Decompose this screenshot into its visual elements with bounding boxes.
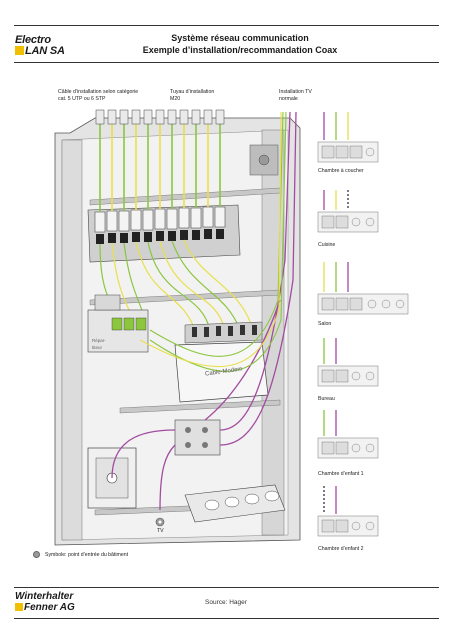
patch-panel (87, 204, 241, 263)
tube-note-line1: Tuyau d’installation (170, 89, 215, 95)
tv-note-line2: normale (279, 95, 298, 102)
logo-bottom-line1: Winterhalter (15, 591, 74, 602)
patch-cords (99, 239, 254, 331)
logo-bottom-square-icon (15, 602, 23, 611)
room-label-child1: Chambre d’enfant 1 (318, 471, 364, 477)
logo-top-line2: LAN SA (25, 45, 65, 57)
riser-green (149, 111, 287, 372)
splitter-label-line1: Répar- (92, 338, 106, 343)
source-credit: Source: Hager (205, 599, 247, 606)
tv-entry-point (155, 517, 165, 527)
tv-label: TV (157, 528, 164, 534)
tv-note-line1: Installation TV (279, 89, 312, 95)
splitter (174, 419, 221, 456)
outlet-group-child1 (317, 437, 379, 459)
footer-rule (14, 587, 439, 588)
company-logo-top: Electro LAN SA (15, 35, 65, 57)
network-switch (87, 294, 149, 353)
title-line2: Exemple d’installation/recommandation Co… (142, 45, 338, 55)
room-label-living: Salon (318, 321, 332, 327)
power-strip (184, 484, 286, 523)
cable-note-line1: Câble d’installation selon catégorie (58, 89, 139, 95)
cable-note-line2: cat. 5 UTP ou 6 STP (58, 95, 106, 102)
outlet-group-kitchen (317, 211, 379, 233)
room-outlets (317, 141, 409, 537)
logo-square-icon (15, 46, 24, 55)
tube-note: Tuyau d’installation M20 (170, 89, 214, 102)
splitter-label: Répar- titeur (92, 338, 106, 351)
room-label-child2: Chambre d’enfant 2 (318, 546, 364, 552)
incoming-cables (99, 112, 221, 212)
room-label-office: Bureau (318, 396, 335, 402)
room-label-bedroom: Chambre à coucher (318, 168, 364, 174)
title-line1: Système réseau communication (171, 33, 309, 43)
entry-point-symbol-icon (33, 551, 40, 558)
riser-yellow (139, 111, 282, 368)
company-logo-bottom: Winterhalter Fenner AG (15, 591, 75, 613)
coax-panel (184, 321, 263, 344)
logo-bottom-line2: Fenner AG (24, 601, 75, 613)
splitter-label-line2: titeur (92, 344, 103, 350)
cable-glands (95, 109, 225, 125)
room-label-kitchen: Cuisine (318, 242, 336, 248)
outlet-group-bedroom (317, 141, 379, 163)
outlet-group-office (317, 365, 379, 387)
logo-top-line1: Electro (15, 34, 51, 46)
outlet-group-child2 (317, 515, 379, 537)
outlet-group-living (317, 293, 409, 315)
room-cables (323, 112, 349, 514)
tv-note: Installation TV normale (279, 89, 312, 102)
page-title: Système réseau communication Exemple d’i… (125, 32, 355, 56)
tube-note-line2: M20 (170, 95, 181, 102)
cable-note: Câble d’installation selon catégorie cat… (58, 89, 138, 102)
header-rule-top (14, 25, 439, 26)
footer-rule-bottom (14, 618, 439, 619)
legend-text: Symbole: point d’entrée du bâtiment (45, 552, 129, 558)
header-rule-bottom (14, 62, 439, 63)
